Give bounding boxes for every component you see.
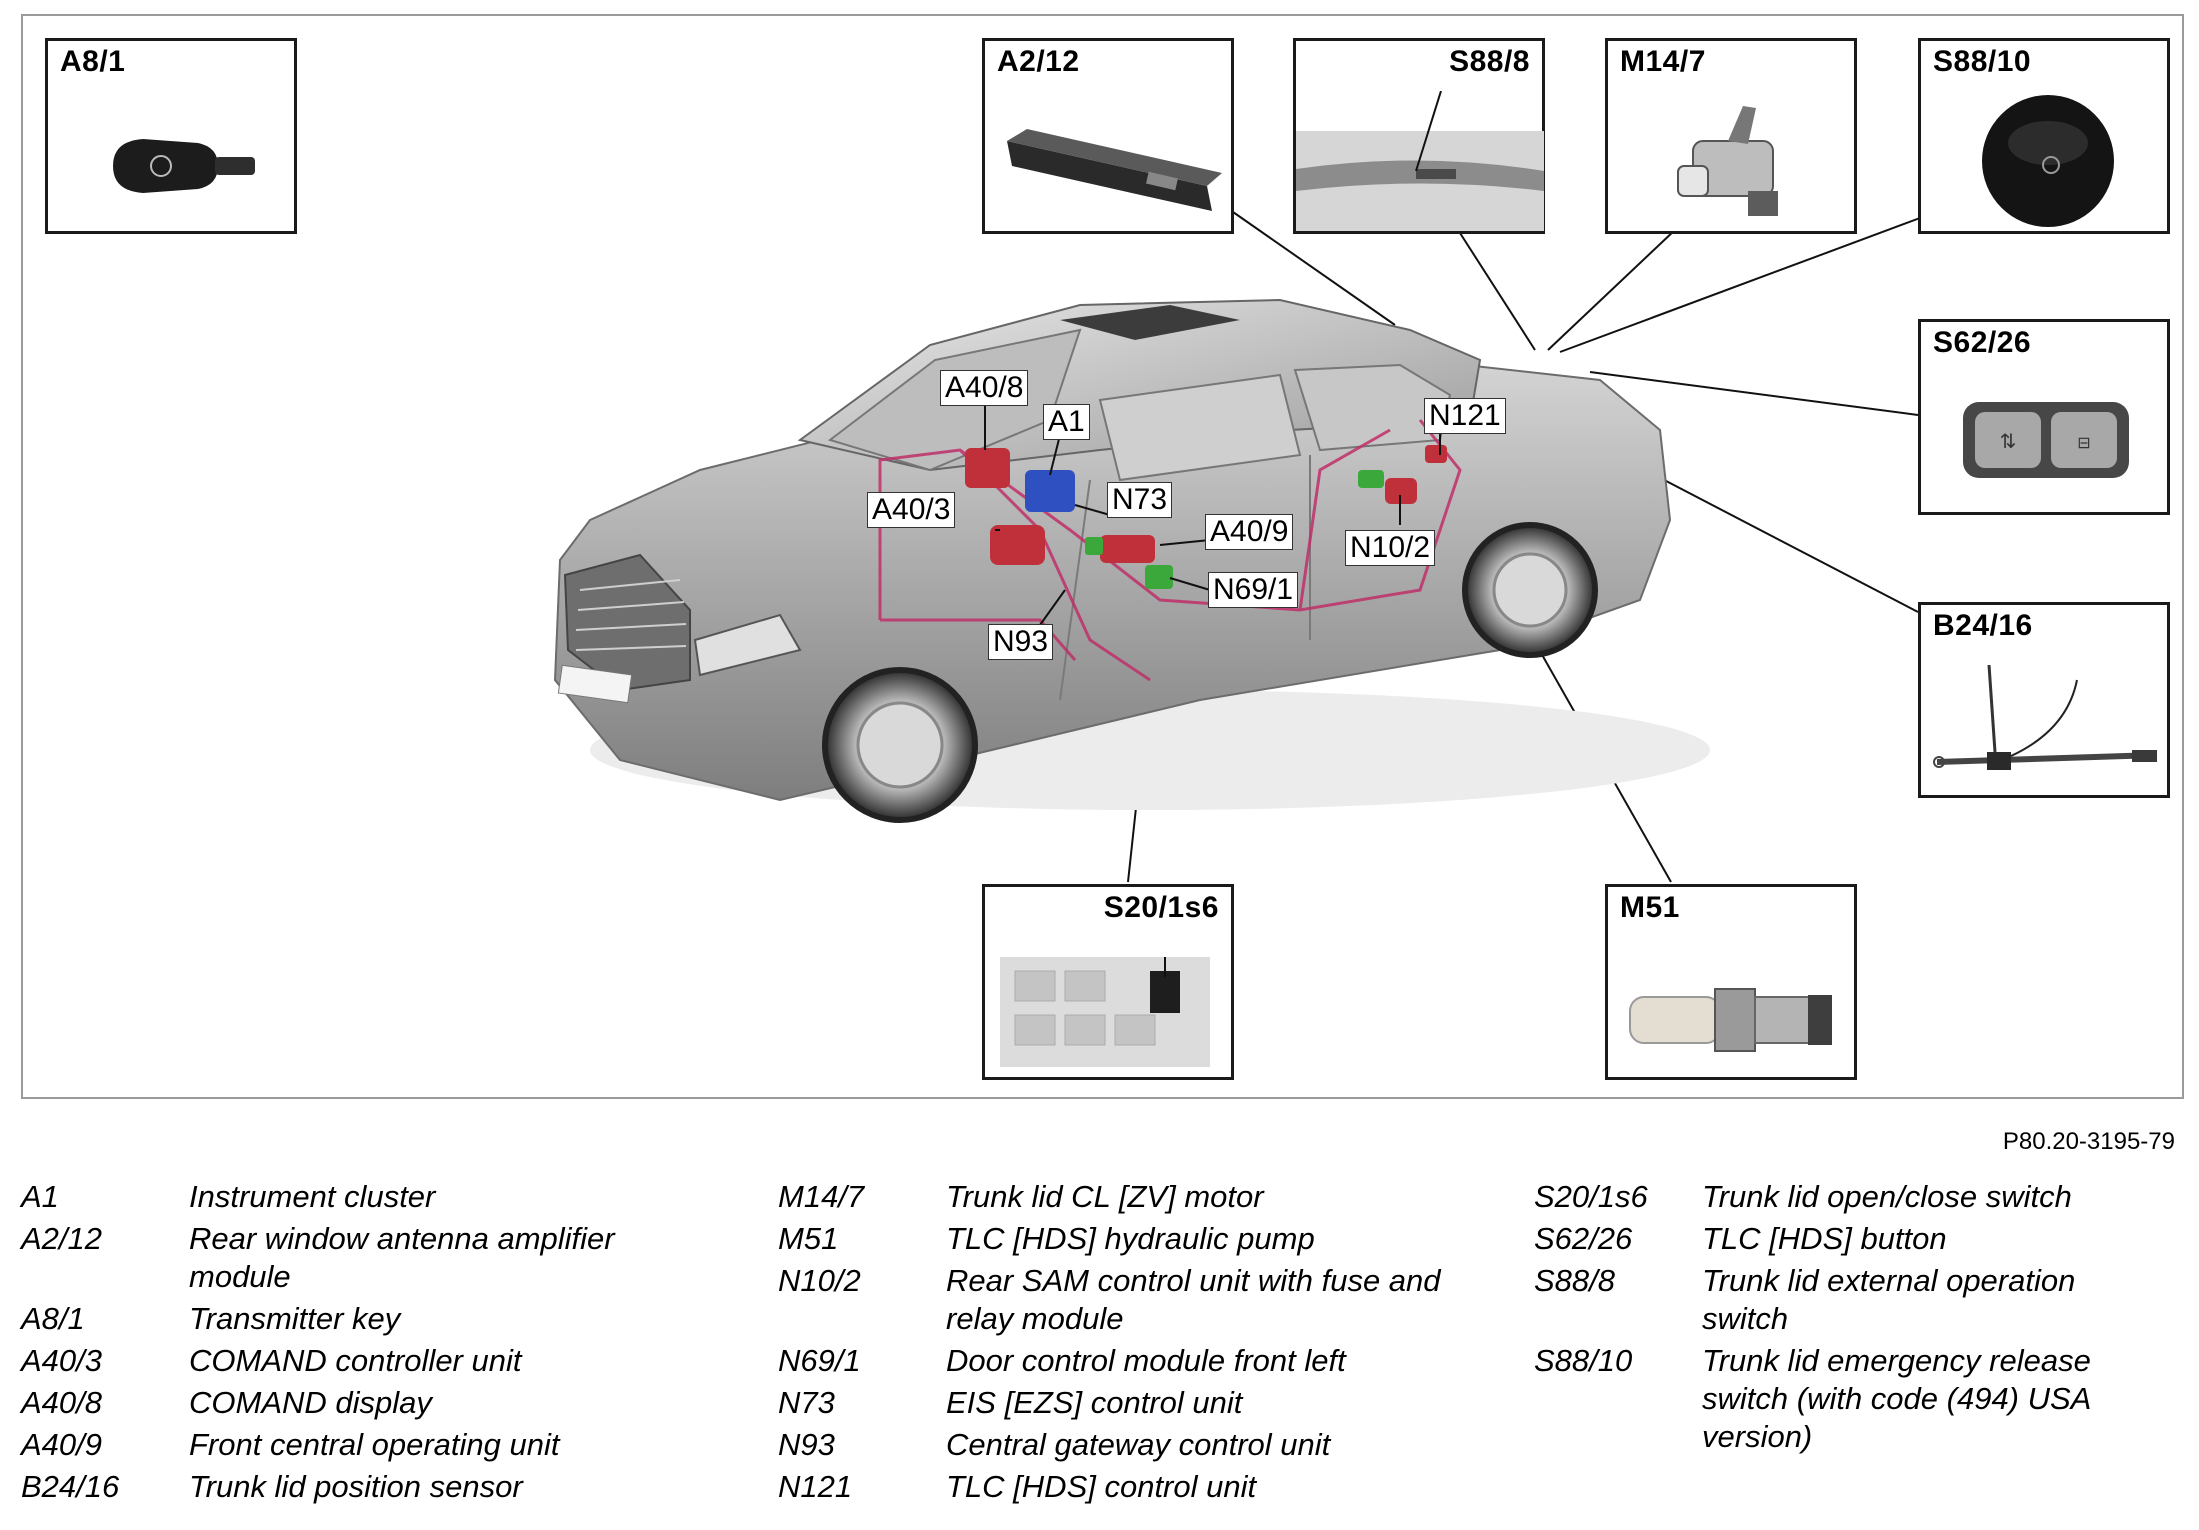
- callout-s88-8: S88/8: [1293, 38, 1545, 234]
- legend-item: S88/8 Trunk lid external operation switch: [1534, 1262, 2142, 1338]
- legend-desc: Transmitter key: [189, 1301, 401, 1336]
- legend-desc: Trunk lid external operation switch: [1702, 1263, 2076, 1336]
- label-a40-3: A40/3: [867, 492, 956, 528]
- legend-desc: Door control module front left: [946, 1343, 1346, 1378]
- legend-desc: Trunk lid position sensor: [189, 1469, 523, 1504]
- legend-code: A40/3: [21, 1343, 103, 1378]
- legend-code: B24/16: [21, 1469, 120, 1504]
- label-a40-8: A40/8: [940, 370, 1029, 406]
- label-n69-1: N69/1: [1208, 572, 1299, 608]
- legend-code: A2/12: [21, 1221, 103, 1256]
- legend-desc: TLC [HDS] hydraulic pump: [946, 1221, 1315, 1256]
- legend-desc: TLC [HDS] button: [1702, 1221, 1947, 1256]
- legend-code: A8/1: [21, 1301, 85, 1336]
- legend-item: S88/10 Trunk lid emergency release switch…: [1534, 1342, 2142, 1456]
- label-a40-9: A40/9: [1205, 514, 1294, 550]
- callout-m14-7: M14/7: [1605, 38, 1857, 234]
- callout-m51: M51: [1605, 884, 1857, 1080]
- legend-item: S20/1s6 Trunk lid open/close switch: [1534, 1178, 2142, 1216]
- callout-s88-10: S88/10: [1918, 38, 2170, 234]
- legend-column-1: A1 Instrument cluster A2/12 Rear window an…: [21, 1178, 749, 1510]
- cl-motor-icon: [1677, 106, 1778, 216]
- antenna-amplifier-icon: [1007, 129, 1222, 211]
- legend-code: A40/8: [21, 1385, 103, 1420]
- legend-item: B24/16 Trunk lid position sensor: [21, 1468, 749, 1506]
- callout-a8-1: A8/1: [45, 38, 297, 234]
- callout-label: S20/1s6: [1103, 891, 1219, 924]
- callout-b24-16: B24/16: [1918, 602, 2170, 798]
- legend-desc: Trunk lid CL [ZV] motor: [946, 1179, 1264, 1214]
- legend-desc: COMAND controller unit: [189, 1343, 522, 1378]
- legend-item: A2/12 Rear window antenna amplifier modul…: [21, 1220, 749, 1296]
- legend-desc: Rear SAM control unit with fuse and rela…: [946, 1263, 1441, 1336]
- legend-item: M14/7 Trunk lid CL [ZV] motor: [778, 1178, 1506, 1216]
- legend-item: A8/1 Transmitter key: [21, 1300, 749, 1338]
- legend-column-3: S20/1s6 Trunk lid open/close switch S62/2…: [1534, 1178, 2142, 1460]
- callout-label: A2/12: [997, 45, 1080, 78]
- legend-item: M51 TLC [HDS] hydraulic pump: [778, 1220, 1506, 1258]
- legend-desc: Trunk lid open/close switch: [1702, 1179, 2072, 1214]
- sedan-car-icon: [553, 298, 1710, 823]
- legend-desc: COMAND display: [189, 1385, 432, 1420]
- legend-item: A40/3 COMAND controller unit: [21, 1342, 749, 1380]
- legend-code: M51: [778, 1221, 839, 1256]
- label-n93: N93: [988, 624, 1054, 660]
- legend-item: N10/2 Rear SAM control unit with fuse and…: [778, 1262, 1506, 1338]
- legend-code: N73: [778, 1385, 835, 1420]
- legend-code: S20/1s6: [1534, 1179, 1648, 1214]
- legend-code: A40/9: [21, 1427, 103, 1462]
- callout-s62-26: S62/26 ⇅ ⊟: [1918, 319, 2170, 515]
- document-code: P80.20-3195-79: [2002, 1128, 2175, 1155]
- callout-label: S88/10: [1933, 45, 2032, 78]
- legend-code: N93: [778, 1427, 835, 1462]
- callout-label: A8/1: [60, 45, 126, 78]
- legend-item: N93 Central gateway control unit: [778, 1426, 1506, 1464]
- legend-item: N73 EIS [EZS] control unit: [778, 1384, 1506, 1422]
- legend-item: A40/9 Front central operating unit: [21, 1426, 749, 1464]
- legend-item: A40/8 COMAND display: [21, 1384, 749, 1422]
- svg-text:⇅: ⇅: [2000, 431, 2017, 453]
- legend-desc: Trunk lid emergency release switch (with…: [1702, 1343, 2091, 1454]
- legend-code: N69/1: [778, 1343, 861, 1378]
- legend-code: M14/7: [778, 1179, 865, 1214]
- emergency-release-icon: [1982, 95, 2114, 227]
- callout-label: S62/26: [1933, 326, 2032, 359]
- position-sensor-icon: [1933, 664, 2158, 770]
- hydraulic-pump-icon: [1629, 988, 1832, 1052]
- legend-item: S62/26 TLC [HDS] button: [1534, 1220, 2142, 1258]
- callout-a2-12: A2/12: [982, 38, 1234, 234]
- legend-code: N10/2: [778, 1263, 861, 1298]
- legend-desc: TLC [HDS] control unit: [946, 1469, 1257, 1504]
- legend-code: S62/26: [1534, 1221, 1633, 1256]
- trunk-handle-icon: [1296, 91, 1544, 231]
- tlc-button-icon: ⇅ ⊟: [1963, 402, 2129, 478]
- legend-desc: Instrument cluster: [189, 1179, 436, 1214]
- label-a1: A1: [1043, 404, 1090, 440]
- callout-label: M14/7: [1620, 45, 1706, 78]
- callout-label: M51: [1620, 891, 1680, 924]
- legend-desc: Central gateway control unit: [946, 1427, 1331, 1462]
- svg-text:⊟: ⊟: [2077, 435, 2090, 452]
- legend-code: A1: [21, 1179, 59, 1214]
- legend-code: S88/8: [1534, 1263, 1616, 1298]
- callout-label: S88/8: [1449, 45, 1530, 78]
- legend-desc: EIS [EZS] control unit: [946, 1385, 1243, 1420]
- callout-label: B24/16: [1933, 609, 2033, 642]
- legend-desc: Front central operating unit: [189, 1427, 560, 1462]
- car-diagram: [553, 211, 1921, 883]
- legend-code: S88/10: [1534, 1343, 1633, 1378]
- callout-s20-1s6: S20/1s6: [982, 884, 1234, 1080]
- legend-code: N121: [778, 1469, 853, 1504]
- label-n10-2: N10/2: [1345, 530, 1436, 566]
- open-close-switch-icon: [1000, 957, 1210, 1067]
- transmitter-key-icon: [113, 139, 255, 193]
- legend-item: A1 Instrument cluster: [21, 1178, 749, 1216]
- legend-item: N121 TLC [HDS] control unit: [778, 1468, 1506, 1506]
- label-n121: N121: [1424, 398, 1506, 434]
- label-n73: N73: [1107, 482, 1173, 518]
- legend-item: N69/1 Door control module front left: [778, 1342, 1506, 1380]
- legend-desc: Rear window antenna amplifier module: [189, 1221, 615, 1294]
